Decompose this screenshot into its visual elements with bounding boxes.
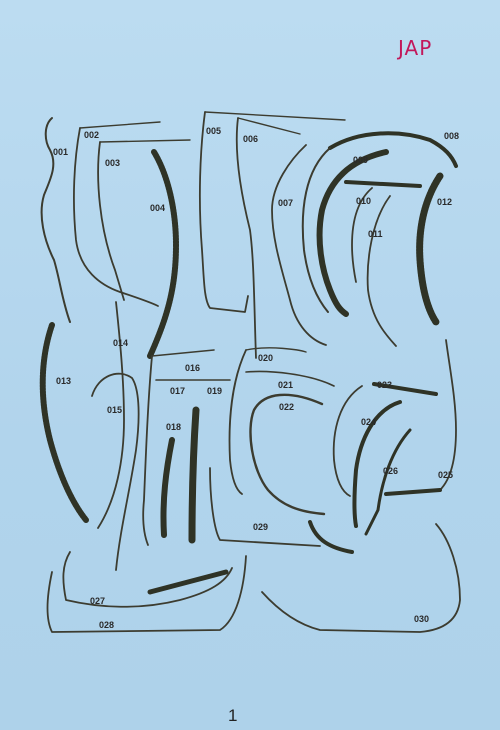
hose-027-armor [147, 569, 229, 595]
part-label: 002 [84, 130, 100, 140]
hose-010-top [344, 180, 422, 188]
part-label: 004 [150, 203, 166, 213]
page-number: 1 [228, 706, 238, 725]
hose-029 [308, 520, 354, 554]
hose-016-down [142, 355, 153, 546]
hose-018 [160, 437, 175, 538]
part-label: 025 [438, 470, 454, 480]
hose-015 [91, 372, 140, 571]
hose-006 [235, 117, 257, 359]
hose-027 [62, 551, 233, 608]
hose-024 [352, 400, 402, 528]
hose-005-top [204, 111, 346, 121]
hose-003-top [99, 139, 191, 143]
part-label: 026 [383, 466, 399, 476]
part-label: 018 [166, 422, 182, 432]
part-label: 008 [444, 131, 460, 141]
part-label: 013 [56, 376, 72, 386]
hose-016 [151, 349, 215, 357]
hose-011 [366, 195, 397, 347]
hose-006-top [237, 117, 301, 135]
hose-020-top [245, 347, 307, 353]
hose-028 [46, 555, 247, 633]
part-label: 006 [243, 134, 259, 144]
hose-002 [73, 127, 159, 307]
part-label: 028 [99, 620, 115, 630]
hose-020 [228, 349, 247, 495]
part-label: 022 [279, 402, 295, 412]
part-label: 015 [107, 405, 123, 415]
hose-019 [188, 406, 200, 544]
hose-026 [364, 428, 412, 536]
hose-009 [316, 149, 389, 317]
part-label: 019 [207, 386, 223, 396]
hose-004 [147, 149, 179, 359]
part-label: 012 [437, 197, 453, 207]
hose-023-arc [332, 385, 363, 497]
part-label: 024 [361, 417, 377, 427]
hose-007 [271, 144, 327, 346]
hose-005 [198, 111, 249, 313]
hose-001 [40, 117, 71, 323]
hose-010 [351, 187, 373, 283]
part-label: 009 [353, 155, 369, 165]
part-label: 023 [377, 380, 393, 390]
hose-014 [97, 301, 125, 529]
hose-013 [39, 322, 89, 523]
part-label: 016 [185, 363, 201, 373]
part-label: 021 [278, 380, 294, 390]
hose-008-loop [301, 147, 331, 313]
hose-025-bottom [384, 488, 442, 496]
part-label: 029 [253, 522, 269, 532]
hose-008 [328, 131, 458, 168]
brand-logo: JAP [398, 36, 433, 60]
hose-022 [249, 393, 326, 516]
hose-023 [372, 382, 438, 396]
hose-025 [439, 339, 457, 491]
hose-019-stub [209, 467, 321, 547]
part-label: 030 [414, 614, 430, 624]
hose-003 [97, 141, 125, 301]
part-label: 014 [113, 338, 129, 348]
part-label: 007 [278, 198, 294, 208]
part-label: 020 [258, 353, 274, 363]
hose-002-top [79, 121, 161, 129]
part-label: 010 [356, 196, 372, 206]
part-label: 017 [170, 386, 186, 396]
part-label: 001 [53, 147, 69, 157]
part-label: 003 [105, 158, 121, 168]
hose-012 [416, 172, 444, 326]
hose-021 [245, 370, 335, 387]
part-label: 005 [206, 126, 222, 136]
hose-030 [261, 523, 461, 633]
part-label: 011 [368, 229, 383, 239]
part-label: 027 [90, 596, 106, 606]
